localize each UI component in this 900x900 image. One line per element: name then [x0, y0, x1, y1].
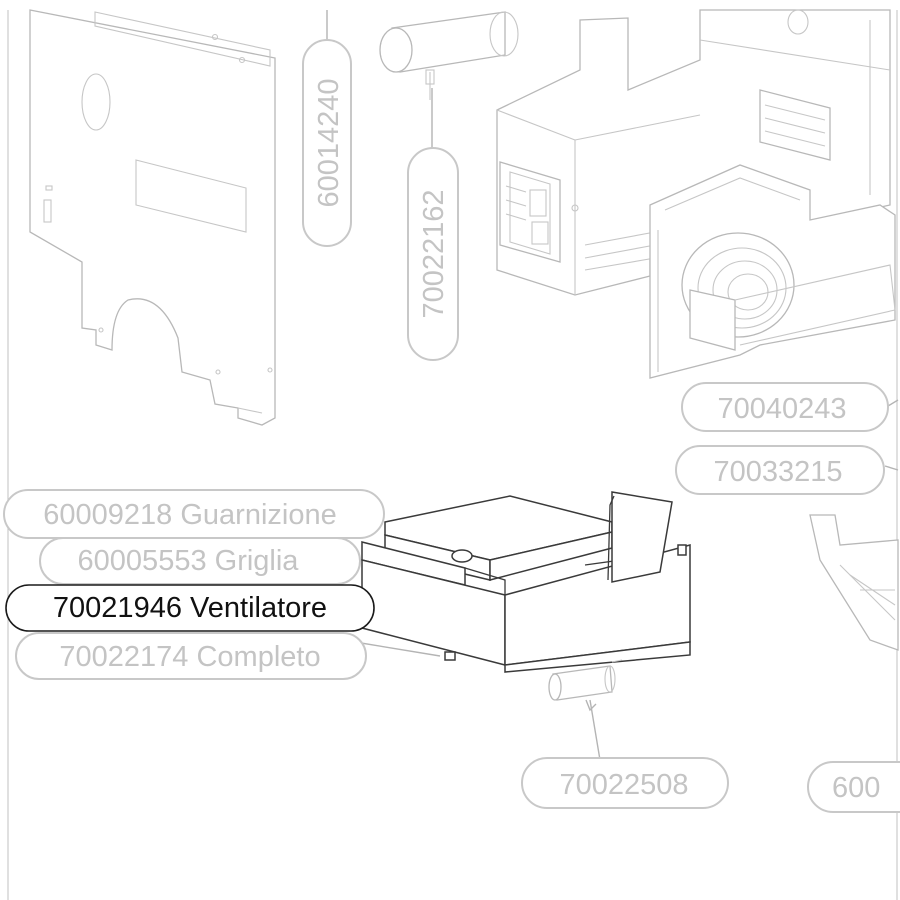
lower-right-part-drawing — [809, 514, 899, 651]
callout-70040243[interactable]: 70040243 — [681, 382, 889, 432]
callout-600-partial[interactable]: 600 — [807, 761, 900, 813]
small-cylinder-part-drawing — [548, 659, 623, 701]
callout-70021946-label: 70021946 Ventilatore — [53, 592, 327, 624]
callout-60009218-guarnizione[interactable]: 60009218 Guarnizione — [3, 489, 385, 539]
callout-60014240[interactable]: 60014240 — [302, 39, 352, 247]
fan-housing-drawing — [649, 164, 896, 379]
callout-70022508-label: 70022508 — [559, 769, 688, 801]
callout-70022508[interactable]: 70022508 — [521, 757, 729, 809]
callout-60009218-label: 60009218 Guarnizione — [43, 499, 336, 531]
callout-70033215[interactable]: 70033215 — [675, 445, 885, 495]
tube-part-drawing — [379, 11, 519, 100]
control-body-drawing — [496, 9, 891, 296]
callout-70021946-ventilatore[interactable]: 70021946 Ventilatore — [5, 584, 375, 632]
callout-70022174-completo[interactable]: 70022174 Completo — [15, 632, 367, 680]
callout-60005553-griglia[interactable]: 60005553 Griglia — [39, 537, 361, 585]
callout-70040243-label: 70040243 — [717, 393, 846, 425]
callout-60014240-label: 60014240 — [313, 78, 345, 207]
fan-unit-drawing — [361, 491, 691, 673]
side-panel-drawing — [29, 9, 276, 426]
leader-lines — [326, 10, 899, 761]
callout-60005553-label: 60005553 Griglia — [78, 545, 300, 577]
callout-600-label: 600 — [832, 772, 880, 804]
callout-70022162[interactable]: 70022162 — [407, 147, 459, 361]
callout-70022174-label: 70022174 Completo — [59, 641, 320, 673]
callout-70022162-label: 70022162 — [418, 189, 450, 318]
callout-70033215-label: 70033215 — [713, 456, 842, 488]
